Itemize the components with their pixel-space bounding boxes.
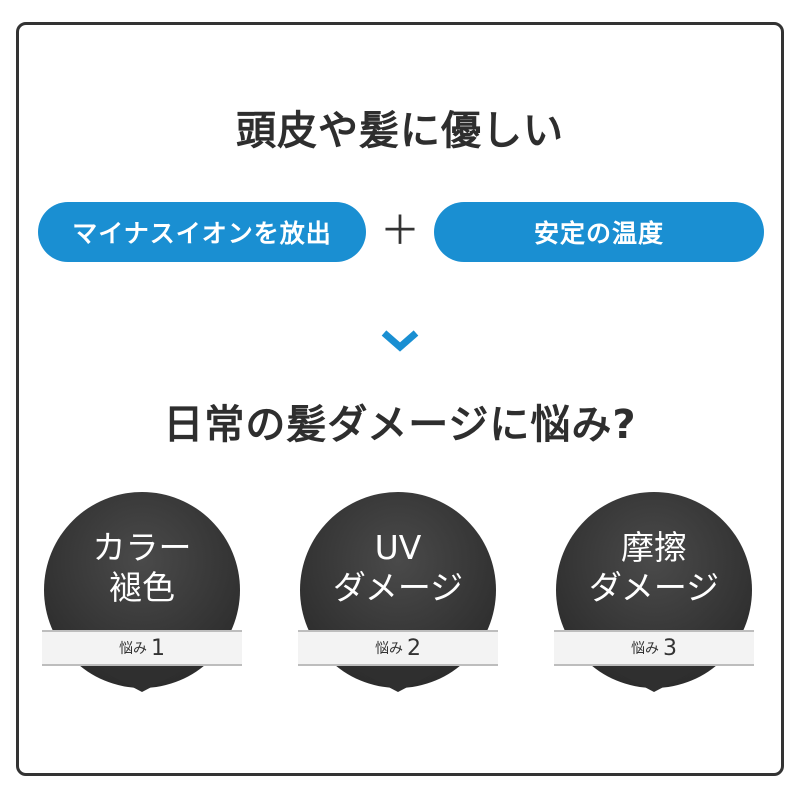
benefit-pill-minus-ion: マイナスイオンを放出	[38, 202, 366, 262]
worry-badge-2: UV ダメージ 悩み 2	[298, 492, 498, 702]
band-prefix: 悩み	[631, 641, 659, 657]
badge-band: 悩み 2	[298, 630, 498, 666]
badge-label-line1: 摩擦	[621, 528, 687, 567]
band-number: 1	[151, 635, 165, 661]
badge-label: カラー 褪色	[44, 528, 240, 608]
headline-top: 頭皮や髪に優しい	[236, 108, 564, 154]
band-prefix: 悩み	[119, 641, 147, 657]
triangle-down-icon	[100, 670, 184, 692]
chevron-down-icon	[381, 330, 419, 352]
badge-label-line2: ダメージ	[588, 568, 720, 607]
benefit-pill-stable-temperature: 安定の温度	[434, 202, 764, 262]
worry-badge-3: 摩擦 ダメージ 悩み 3	[554, 492, 754, 702]
badge-label-line2: 褪色	[109, 568, 175, 607]
triangle-down-icon	[612, 670, 696, 692]
band-number: 2	[407, 635, 421, 661]
badge-label-line2: ダメージ	[332, 568, 464, 607]
badge-label: 摩擦 ダメージ	[556, 528, 752, 608]
triangle-down-icon	[356, 670, 440, 692]
plus-icon: ＋	[380, 208, 420, 254]
worry-badge-1: カラー 褪色 悩み 1	[42, 492, 242, 702]
badge-label: UV ダメージ	[300, 528, 496, 608]
card-frame	[16, 22, 784, 776]
headline-bottom: 日常の髪ダメージに悩み?	[163, 402, 637, 448]
badge-label-line1: カラー	[92, 528, 192, 567]
badge-label-line1: UV	[374, 528, 422, 567]
band-prefix: 悩み	[375, 641, 403, 657]
badge-band: 悩み 1	[42, 630, 242, 666]
band-number: 3	[663, 635, 677, 661]
badge-band: 悩み 3	[554, 630, 754, 666]
